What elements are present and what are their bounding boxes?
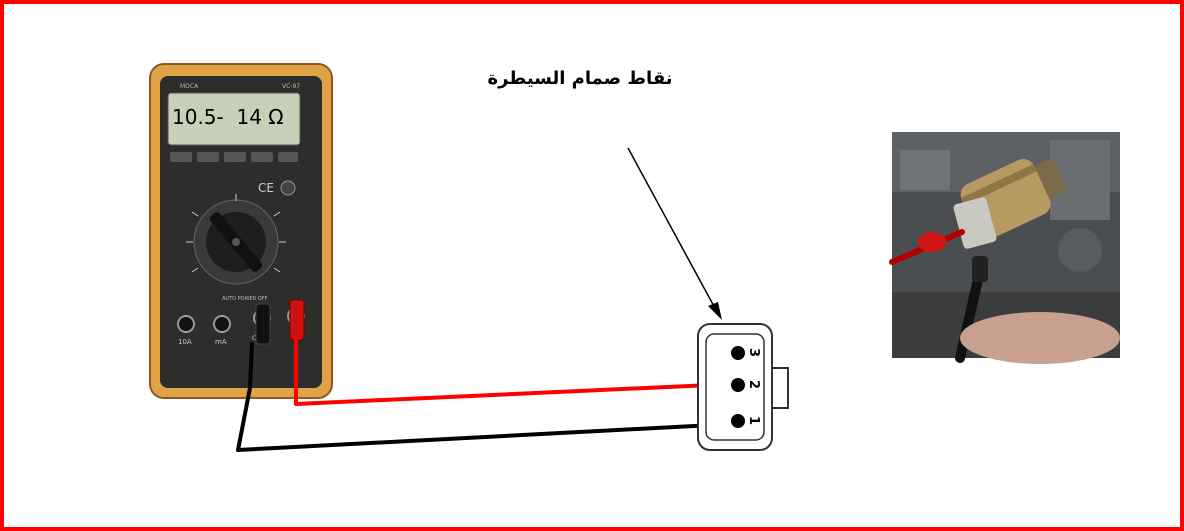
rotary-selector-dial[interactable] xyxy=(194,200,278,284)
function-button[interactable] xyxy=(170,152,192,162)
hand xyxy=(960,312,1120,364)
function-button[interactable] xyxy=(224,152,246,162)
connector-pin-2[interactable] xyxy=(731,378,745,392)
pin-label-3: 3 xyxy=(746,348,761,357)
valve-connector: 3 2 1 xyxy=(698,324,788,450)
diagram-caption: نقاط صمام السيطرة xyxy=(440,68,720,89)
jack-ma[interactable] xyxy=(214,316,230,332)
connector-pin-3[interactable] xyxy=(731,346,745,360)
multimeter-model: VC-97 xyxy=(282,83,300,90)
jack-10a[interactable] xyxy=(178,316,194,332)
pointer-arrow xyxy=(628,148,722,320)
power-button[interactable] xyxy=(281,181,295,195)
valve-probe-photo xyxy=(892,132,1120,364)
auto-power-off-label: AUTO POWER OFF xyxy=(222,296,268,302)
multimeter-reading: 10.5- 14 Ω xyxy=(172,105,300,129)
multimeter-brand: MOCA xyxy=(180,83,199,90)
pin-label-1: 1 xyxy=(746,416,761,425)
ce-mark: CE xyxy=(258,181,274,195)
connector-locking-tab xyxy=(772,368,788,408)
black-probe-plug xyxy=(256,304,270,344)
red-test-lead xyxy=(296,338,732,404)
connector-pin-1[interactable] xyxy=(731,414,745,428)
pin-label-2: 2 xyxy=(746,380,761,389)
jack-label-ma: mA xyxy=(215,338,227,346)
function-button[interactable] xyxy=(197,152,219,162)
jack-label-10a: 10A xyxy=(178,338,192,346)
function-button[interactable] xyxy=(251,152,273,162)
red-probe-plug xyxy=(290,300,304,340)
function-button[interactable] xyxy=(278,152,298,162)
function-buttons xyxy=(170,152,298,162)
